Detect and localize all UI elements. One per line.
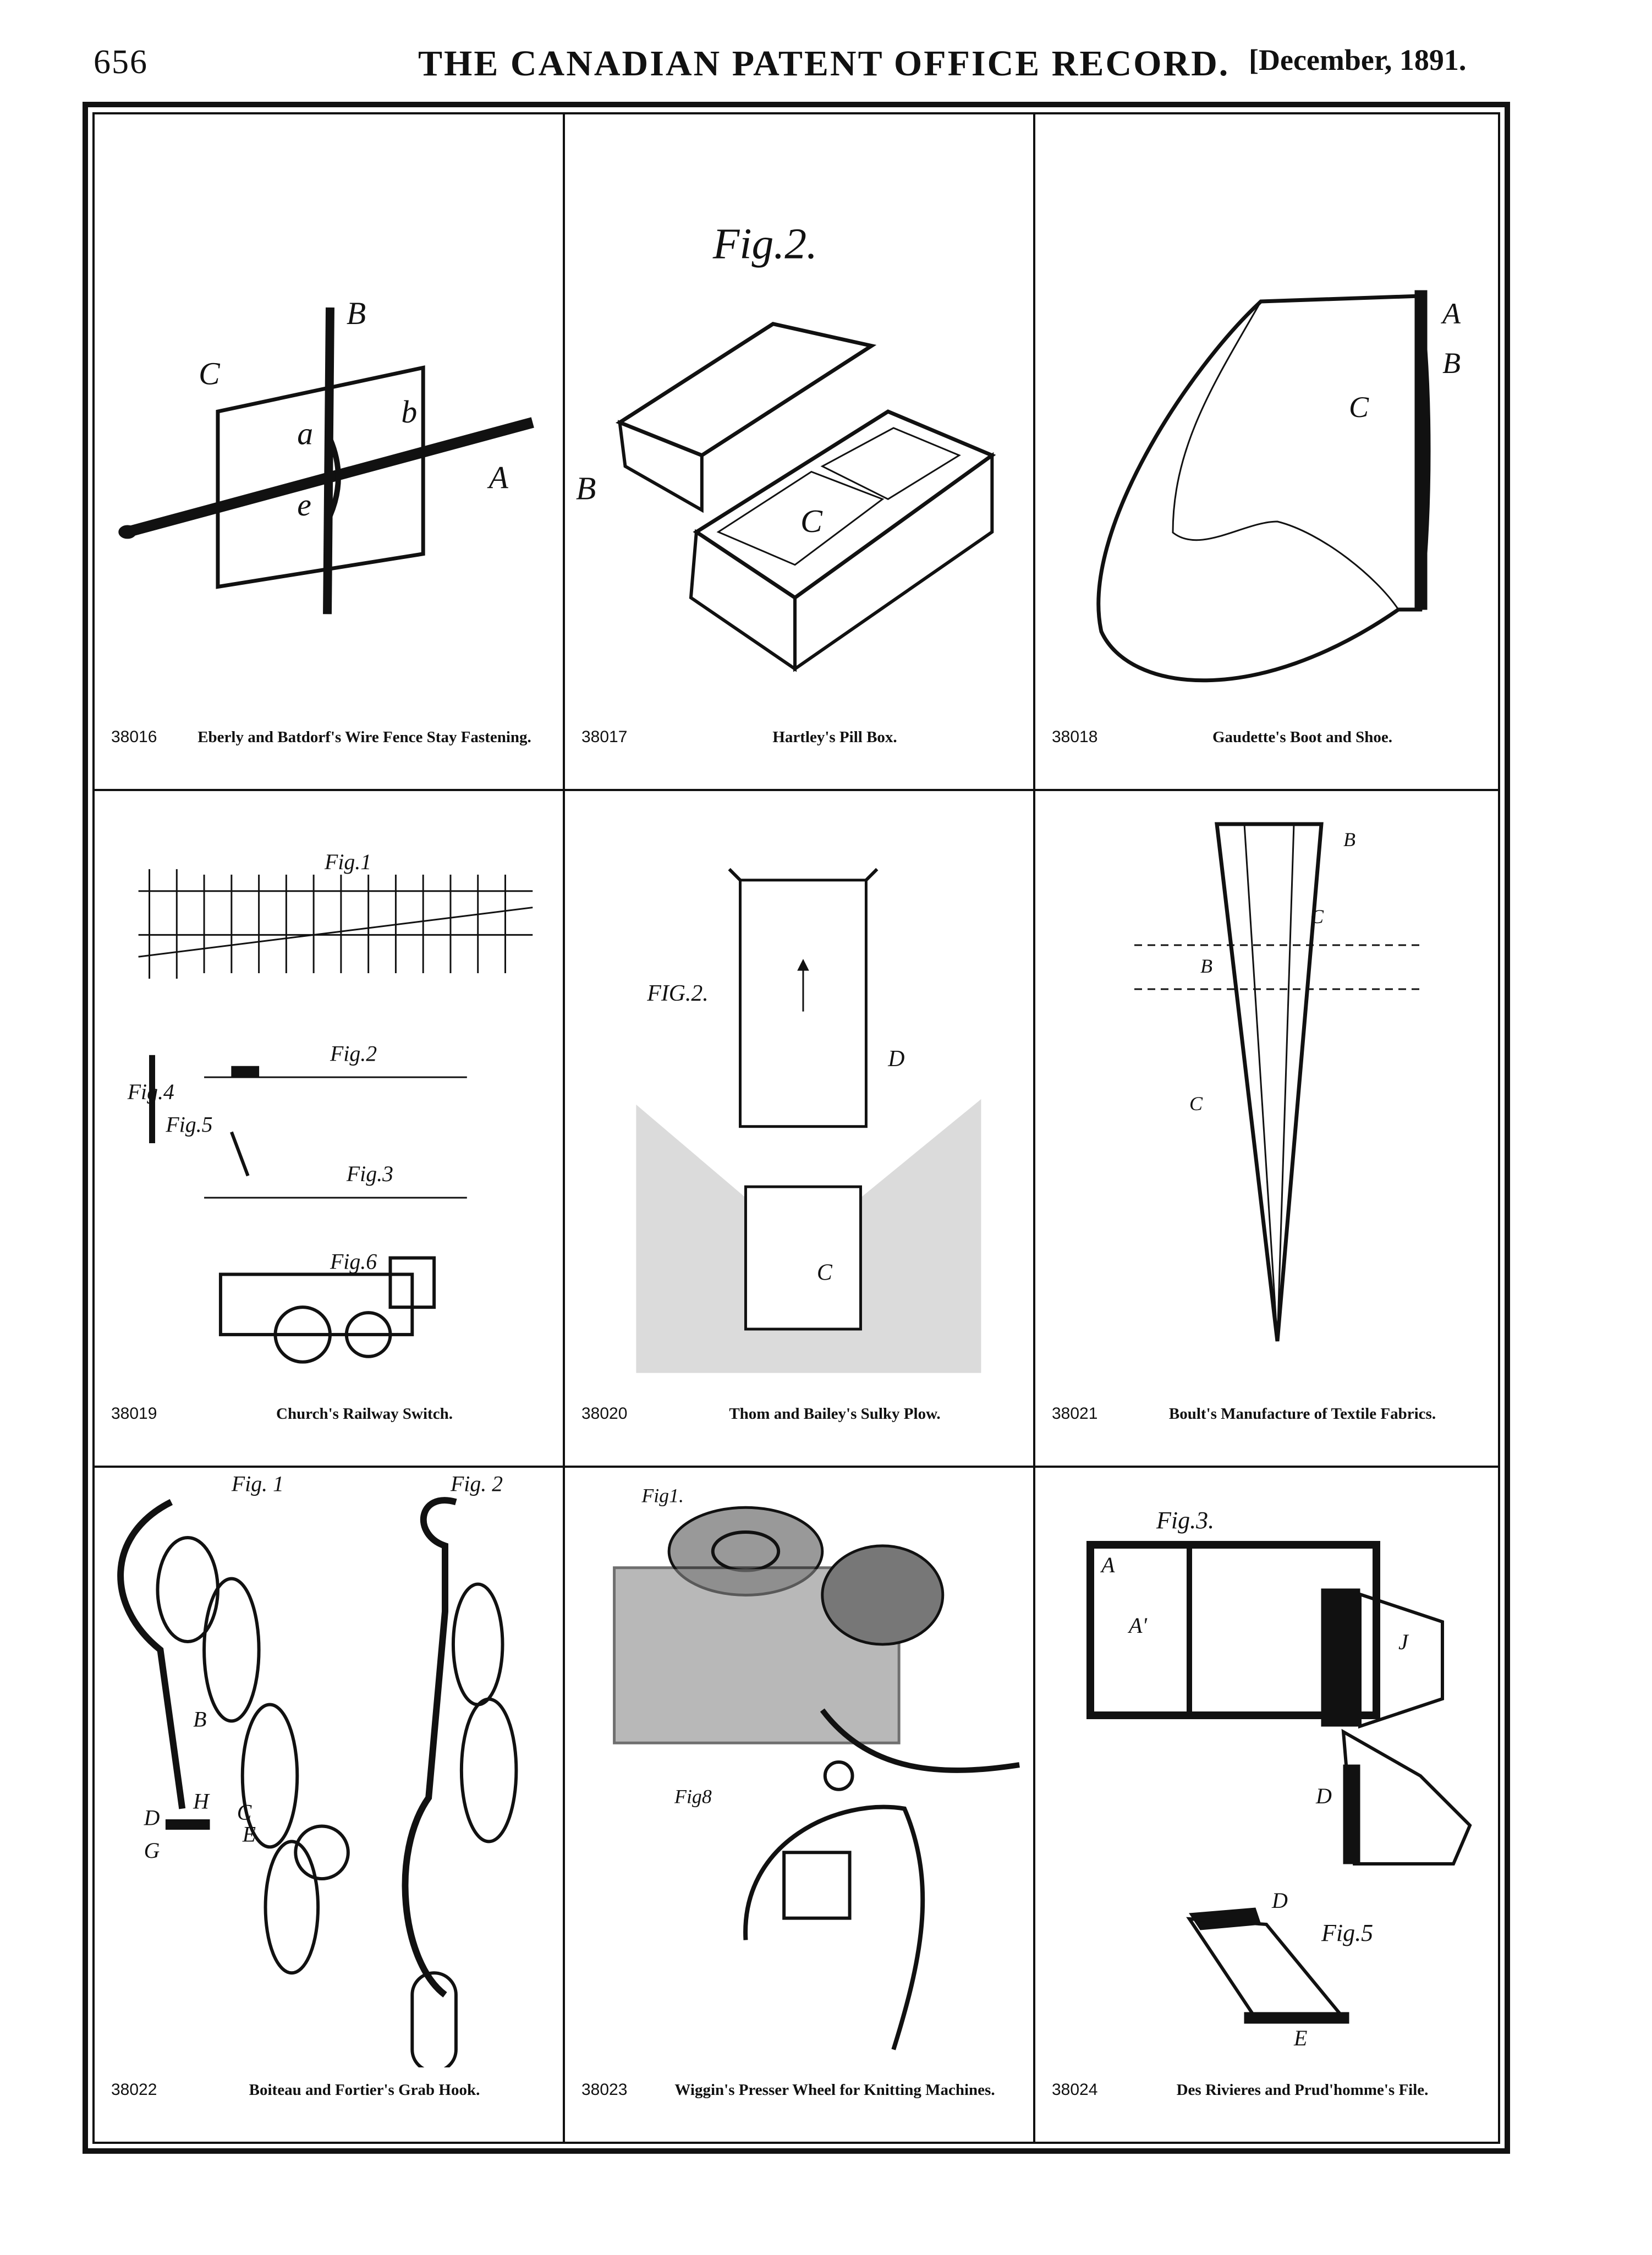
fig-label: FIG.2. — [646, 981, 708, 1006]
label-D: D — [1315, 1784, 1332, 1808]
fig-5-label: Fig.5 — [1321, 1919, 1373, 1946]
fig-1-label: Fig. 1 — [231, 1472, 284, 1496]
patent-caption: 38019 Church's Railway Switch. — [95, 1396, 563, 1457]
label-A: A — [1441, 297, 1461, 330]
patent-cell-38024: Fig.3. A A' J D Fig.5 D E 38024 Des Rivi… — [1035, 1468, 1498, 2142]
page-date: [December, 1891. — [1249, 43, 1467, 76]
patent-number: 38018 — [1052, 728, 1098, 746]
patent-cell-38020: FIG.2. D C 38020 Thom and Bailey's Sulky… — [565, 791, 1035, 1468]
label-A: A — [1100, 1552, 1115, 1577]
patent-caption: 38016 Eberly and Batdorf's Wire Fence St… — [95, 720, 563, 780]
patent-title: Eberly and Batdorf's Wire Fence Stay Fas… — [197, 728, 531, 746]
fig-label: Fig.2. — [712, 220, 817, 268]
patent-caption: 38024 Des Rivieres and Prud'homme's File… — [1035, 2072, 1498, 2133]
page-header: 656 THE CANADIAN PATENT OFFICE RECORD. [… — [0, 0, 1652, 105]
patent-number: 38019 — [111, 1404, 157, 1423]
label-C: C — [800, 503, 823, 539]
label-D: D — [887, 1046, 904, 1072]
patent-cell-38018: A B C 38018 Gaudette's Boot and Shoe. — [1035, 114, 1498, 791]
label-B-lower: B — [1200, 955, 1212, 977]
fig-5-label: Fig.5 — [165, 1113, 212, 1137]
grab-hook-illustration: Fig. 1 Fig. 2 B H D G C E — [117, 1472, 518, 2067]
file-illustration: Fig.3. A A' J D Fig.5 D E — [1086, 1507, 1472, 2050]
patent-caption: 38021 Boult's Manufacture of Textile Fab… — [1035, 1396, 1498, 1457]
patent-caption: 38018 Gaudette's Boot and Shoe. — [1035, 720, 1498, 780]
label-e: e — [297, 488, 311, 523]
label-C: C — [1349, 391, 1369, 424]
patent-title: Gaudette's Boot and Shoe. — [1212, 728, 1393, 746]
patent-cell-38016: B C a b e A 38016 Eberly and Batdorf's W… — [95, 114, 565, 791]
label-H: H — [193, 1790, 210, 1814]
patent-cell-38022: Fig. 1 Fig. 2 B H D G C E 38022 Boiteau … — [95, 1468, 565, 2142]
fig-6-label: Fig.6 — [330, 1249, 377, 1274]
patent-title: Boiteau and Fortier's Grab Hook. — [249, 2081, 480, 2099]
label-A: A — [487, 460, 509, 495]
textile-point-illustration: B C B C — [1134, 822, 1420, 1342]
fig-2-label: Fig.2 — [330, 1041, 377, 1066]
fig-3-label: Fig.3. — [1156, 1507, 1214, 1534]
patent-title: Church's Railway Switch. — [276, 1405, 453, 1423]
label-D: D — [144, 1806, 160, 1830]
label-a: a — [297, 417, 313, 452]
patent-cell-38023: Fig1. Fig8 38023 Wiggin's Presser Wheel … — [565, 1468, 1035, 2142]
patent-number: 38021 — [1052, 1404, 1098, 1423]
patent-cell-38017: Fig.2. B C 38017 Hartley's Pill Box. — [565, 114, 1035, 791]
patent-number: 38016 — [111, 728, 157, 746]
page-number: 656 — [94, 43, 148, 81]
label-G: G — [144, 1839, 160, 1863]
railway-switch-illustration: Fig.1 Fig.2 Fig.3 Fig.4 Fig.5 Fig.6 — [127, 850, 533, 1364]
patent-title: Hartley's Pill Box. — [772, 728, 897, 746]
label-A-prime: A' — [1127, 1613, 1148, 1638]
fig-1-label: Fig.1 — [324, 850, 371, 874]
fig-3-label: Fig.3 — [346, 1162, 393, 1186]
patent-number: 38020 — [581, 1404, 628, 1423]
presser-wheel-illustration: Fig1. Fig8 — [613, 1484, 1020, 2050]
outer-frame — [83, 102, 1510, 2154]
pill-box-illustration: Fig.2. B C — [576, 220, 996, 672]
label-B: B — [347, 297, 366, 331]
label-B: B — [1343, 829, 1355, 851]
patent-title: Boult's Manufacture of Textile Fabrics. — [1168, 1405, 1436, 1423]
label-D-fig5: D — [1271, 1888, 1288, 1913]
label-C-lower: C — [1189, 1093, 1203, 1115]
label-B: B — [193, 1707, 206, 1731]
patent-title: Wiggin's Presser Wheel for Knitting Mach… — [674, 2081, 995, 2099]
patent-caption: 38017 Hartley's Pill Box. — [565, 720, 1033, 780]
label-E: E — [1293, 2026, 1307, 2050]
label-J: J — [1398, 1629, 1409, 1654]
patent-grid: B C a b e A 38016 Eberly and Batdorf's W… — [95, 114, 1498, 2142]
fence-stay-illustration: B C a b e A — [118, 297, 534, 614]
patent-caption: 38022 Boiteau and Fortier's Grab Hook. — [95, 2072, 563, 2133]
label-B: B — [1442, 347, 1461, 380]
label-C: C — [237, 1801, 252, 1825]
fig-1-label: Fig1. — [641, 1484, 684, 1506]
patent-cell-38021: B C B C 38021 Boult's Manufacture of Tex… — [1035, 791, 1498, 1468]
label-E: E — [242, 1822, 256, 1846]
patent-number: 38023 — [581, 2081, 628, 2099]
label-C: C — [199, 356, 221, 391]
fig-2-label: Fig. 2 — [450, 1472, 503, 1496]
label-b: b — [401, 395, 417, 430]
patent-cell-38019: Fig.1 Fig.2 Fig.3 Fig.4 Fig.5 Fig.6 3801… — [95, 791, 565, 1468]
page-title: THE CANADIAN PATENT OFFICE RECORD. — [418, 43, 1230, 84]
patent-number: 38022 — [111, 2081, 157, 2099]
patent-title: Des Rivieres and Prud'homme's File. — [1176, 2081, 1429, 2099]
inner-frame — [92, 112, 1500, 2144]
sulky-plow-illustration: FIG.2. D C — [636, 868, 981, 1373]
patent-caption: 38023 Wiggin's Presser Wheel for Knittin… — [565, 2072, 1033, 2133]
fig-4-label: Fig.4 — [127, 1080, 174, 1104]
label-B: B — [576, 470, 596, 506]
patent-number: 38024 — [1052, 2081, 1098, 2099]
patent-title: Thom and Bailey's Sulky Plow. — [729, 1405, 941, 1423]
patent-caption: 38020 Thom and Bailey's Sulky Plow. — [565, 1396, 1033, 1457]
label-C: C — [817, 1260, 833, 1285]
label-C: C — [1310, 906, 1324, 928]
boot-sole-illustration: A B C — [1096, 290, 1461, 683]
patent-number: 38017 — [581, 728, 628, 746]
fig-8-label: Fig8 — [674, 1786, 712, 1808]
